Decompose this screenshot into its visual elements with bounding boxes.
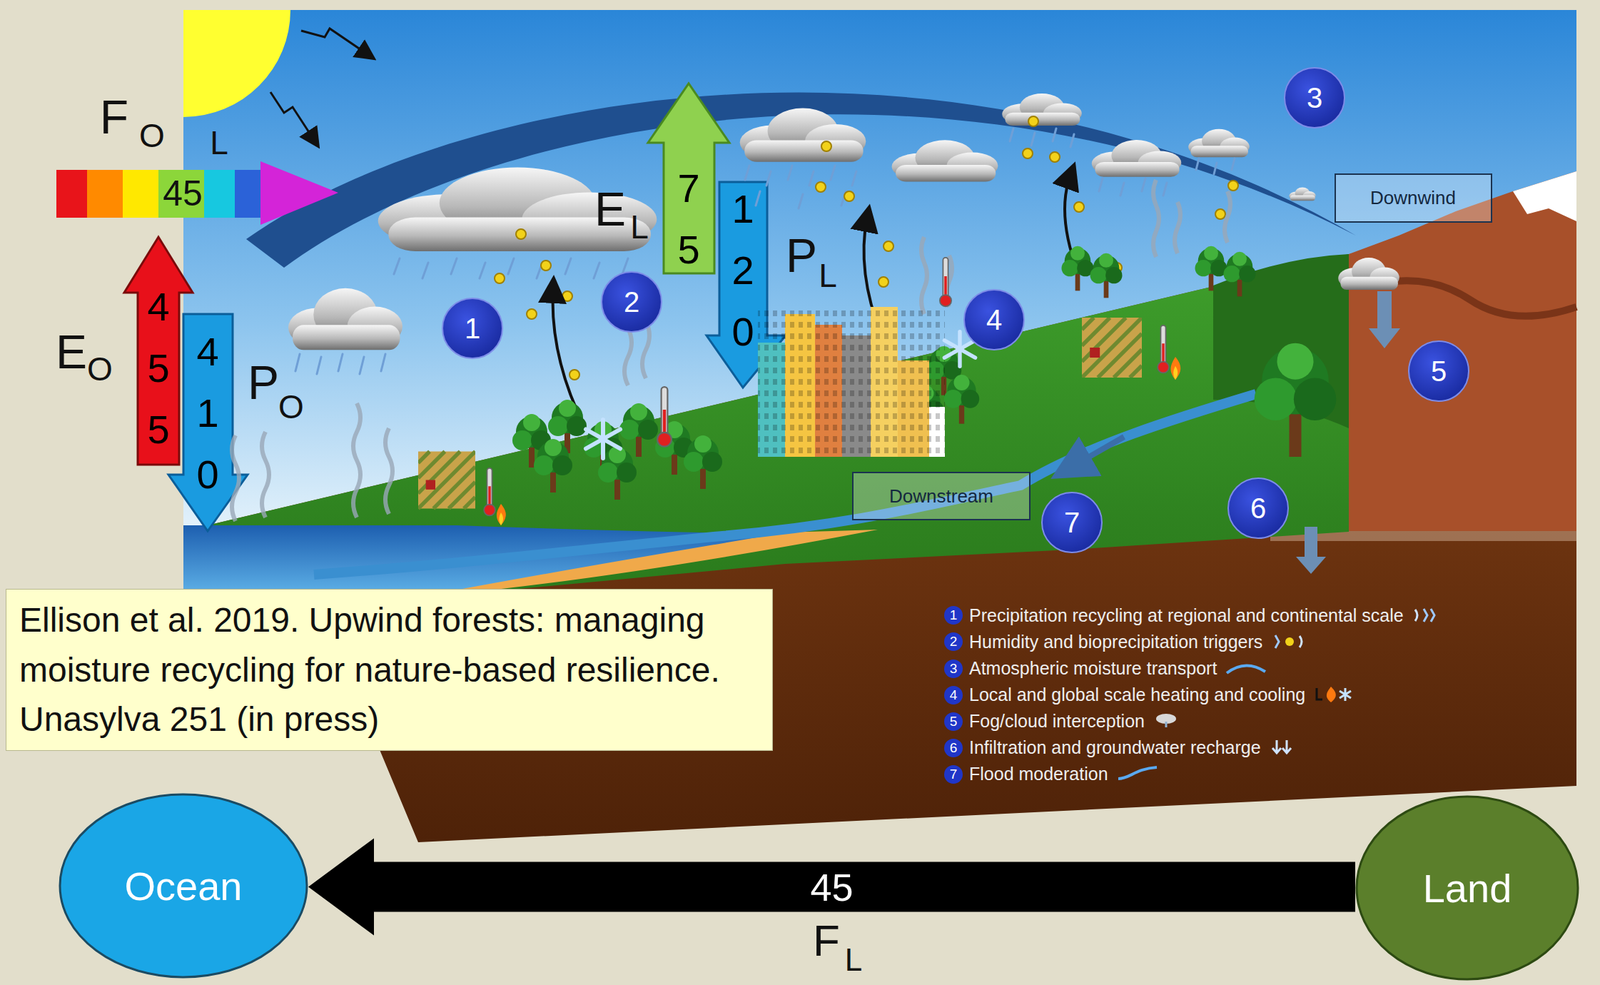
flux-symbol: O [87,352,113,386]
flux-value: 120 [730,178,756,363]
legend-number: 2 [944,632,963,651]
legend-symbol [1268,737,1313,757]
legend-row: Atmospheric moisture transport [969,656,1269,680]
node-text: Downwind [1370,186,1456,210]
legend-text: Humidity and bioprecipitation triggers [969,631,1263,653]
legend-icon [1269,632,1314,651]
legend-text: Precipitation recycling at regional and … [969,605,1404,626]
flux-symbol: P [785,231,818,280]
region-tag: Downwind [1334,173,1493,223]
flux-value: 410 [195,321,220,506]
node-text: Downstream [889,485,994,508]
legend-icon [1410,605,1456,625]
fog-and-infiltration-arrows [1295,291,1401,574]
legend-symbol [1115,764,1160,783]
legend-icon [1268,737,1313,757]
legend-row: Local and global scale heating and cooli… [969,682,1357,706]
flux-symbol: O [139,119,165,153]
callout-circle: 2 [600,271,663,333]
legend-symbol [1312,685,1357,704]
legend-icon [1151,711,1197,731]
legend-number: 4 [944,685,963,705]
rainbow-arrow [56,161,339,225]
domain-ellipse: Ocean [58,792,309,979]
legend-icon [1115,764,1160,783]
callout-circle: 1 [441,297,504,359]
flux-symbol: L [630,210,649,244]
sun [183,9,291,118]
legend-text: Infiltration and groundwater recharge [969,737,1262,758]
node-text: 2 [623,286,640,319]
flux-value: 75 [676,157,701,281]
ellipse-shape [59,794,307,977]
flux-symbol: L [844,944,863,976]
legend-row: Fog/cloud interception [969,709,1197,733]
flux-symbol: F [812,918,840,963]
sun-rays [270,28,368,140]
node-text: Ellison et al. 2019. Upwind forests: man… [19,600,721,738]
flux-symbol: F [99,93,129,141]
node-text: 6 [1250,492,1267,525]
flux-symbol: O [278,390,305,424]
ellipse-shape [1356,796,1578,980]
legend-number: 3 [944,659,963,678]
callout-circle: 7 [1041,491,1103,554]
flux-value: 455 [146,276,171,461]
forests [512,246,1336,500]
legend-row: Precipitation recycling at regional and … [969,603,1456,627]
node-text: 3 [1306,82,1323,115]
flux-symbol: L [818,259,838,292]
flux-symbol: E [594,185,626,233]
legend-row: Humidity and bioprecipitation triggers [969,630,1314,653]
flux-symbol: P [247,358,280,407]
citation-box: Ellison et al. 2019. Upwind forests: man… [5,588,773,751]
legend-icon [1312,685,1357,704]
legend-row: Flood moderation [969,762,1160,786]
legend-text: Flood moderation [969,763,1109,785]
node-text: Land [1423,864,1513,912]
node-text: 1 [464,312,481,345]
node-text: 7 [1064,506,1080,539]
flux-symbol: L [209,126,229,160]
callout-circle: 4 [963,289,1025,351]
callout-circle: 6 [1227,477,1289,539]
legend-number: 7 [944,765,963,784]
legend-symbol [1269,632,1314,651]
legend-number: 6 [944,738,963,758]
region-tag: Downstream [852,471,1031,521]
legend-row: Infiltration and groundwater recharge [969,735,1313,759]
legend-text: Local and global scale heating and cooli… [969,684,1306,706]
legend-text: Fog/cloud interception [969,710,1145,732]
domain-ellipse: Land [1355,795,1580,981]
ocean-precipitation-arrow [168,314,248,531]
flux-symbol: 45 [162,175,203,212]
node-text: Ocean [124,862,243,910]
legend-symbol [1410,605,1456,625]
legend-number: 5 [944,712,963,731]
mountain-ridge [1370,280,1577,317]
mountain [1348,171,1577,531]
node-text: 5 [1430,355,1447,388]
sky [183,9,1577,531]
legend-number: 1 [944,605,963,625]
snow [1512,171,1577,222]
climate-symbols [418,257,1181,526]
flood-arrow [1070,436,1124,468]
callout-circle: 3 [1283,67,1346,129]
flux-symbol: E [55,328,88,376]
legend-symbol [1223,658,1269,678]
city [757,306,945,457]
legend-symbol [1151,711,1197,731]
legend-text: Atmospheric moisture transport [969,657,1217,679]
edge-label: 45 [809,867,853,907]
vapour [231,179,1231,521]
callout-circle: 5 [1408,340,1470,402]
legend-icon [1223,658,1269,678]
node-text: 4 [986,304,1002,337]
